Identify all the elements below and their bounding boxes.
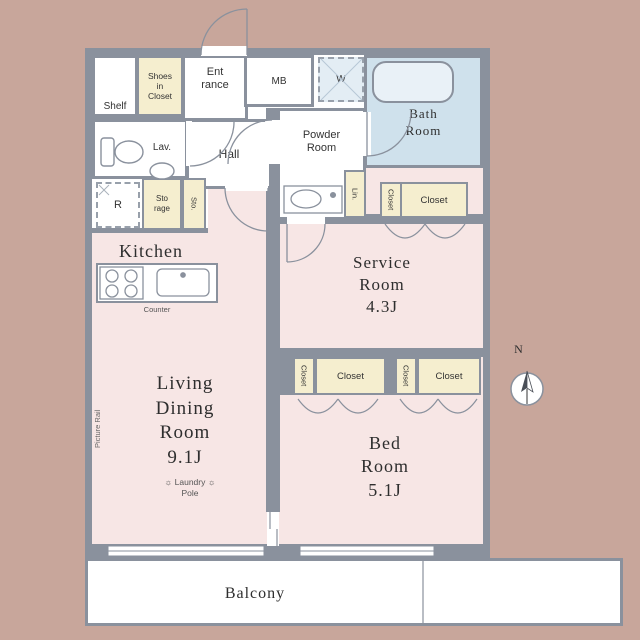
closet-label: Closet xyxy=(299,365,309,387)
wall-closet-stub-left xyxy=(280,355,295,395)
kitchen-label: Kitchen xyxy=(119,241,183,261)
picture-rail-label: Picture Rail xyxy=(93,409,102,449)
counter-label: Counter xyxy=(143,305,171,314)
service-room-label: Service Room 4.3J xyxy=(353,253,411,317)
linen-closet: Lin. xyxy=(344,170,366,218)
storage: Sto rage xyxy=(142,178,182,230)
wall-service-top xyxy=(280,214,483,224)
balcony-label: Balcony xyxy=(224,585,286,602)
closet-label: Closet xyxy=(386,189,396,211)
closet-label: Closet xyxy=(435,370,463,382)
wall-shoes-bottom xyxy=(92,115,186,120)
compass-north-label: N xyxy=(514,342,524,356)
storage-small: Sto. xyxy=(182,178,206,230)
service-closet-narrow: Closet xyxy=(380,182,402,218)
laundry-pole-label: ☼ Laundry ☼ Pole xyxy=(164,477,216,499)
bedroom-closet-narrow-2: Closet xyxy=(395,357,417,395)
hall-label: Hall xyxy=(218,147,240,161)
powder-room-label: Powder Room xyxy=(302,129,341,155)
refrigerator-space: R xyxy=(96,182,140,228)
wall-closet-stub-mid xyxy=(384,355,397,395)
bedroom-closet-narrow-1: Closet xyxy=(293,357,315,395)
meter-box-label: MB xyxy=(271,75,287,87)
closet-label: Closet xyxy=(401,365,411,387)
storage-label: Sto rage xyxy=(153,194,170,213)
wall-storage-bottom xyxy=(92,228,208,233)
linen-label: Lin. xyxy=(350,187,360,201)
meter-box: MB xyxy=(244,55,314,107)
entrance-label: Ent rance xyxy=(201,66,229,92)
entrance: Ent rance xyxy=(182,55,248,121)
shelf-label: Shelf xyxy=(103,101,127,112)
shelf-room: Shelf xyxy=(92,55,138,117)
storage-small-label: Sto. xyxy=(189,197,199,211)
service-closet-wide: Closet xyxy=(400,182,468,218)
kitchen-counter-unit xyxy=(96,263,218,303)
bath-room-label: Bath Room xyxy=(405,106,442,138)
refrigerator-label: R xyxy=(114,199,122,211)
bedroom-closet-wide-1: Closet xyxy=(315,357,386,395)
closet-label: Closet xyxy=(420,194,448,206)
living-dining-room-label: Living Dining Room 9.1J xyxy=(155,373,215,469)
compass-icon xyxy=(510,370,544,406)
wall-service-bottom xyxy=(280,348,483,357)
lavatory-label: Lav. xyxy=(152,142,172,153)
wall-bottom-band xyxy=(85,544,490,558)
balcony-area xyxy=(85,558,623,626)
shoes-closet: Shoes in Closet xyxy=(136,55,184,117)
wall-center-vertical xyxy=(266,108,280,512)
bathtub xyxy=(372,61,454,103)
closet-label: Closet xyxy=(337,370,364,382)
bedroom-closet-wide-2: Closet xyxy=(417,357,481,395)
shoes-closet-label: Shoes in Closet xyxy=(147,70,173,102)
washing-machine-label: W xyxy=(336,74,346,85)
bed-room-label: Bed Room 5.1J xyxy=(360,433,409,500)
washing-machine-space: W xyxy=(318,57,364,102)
